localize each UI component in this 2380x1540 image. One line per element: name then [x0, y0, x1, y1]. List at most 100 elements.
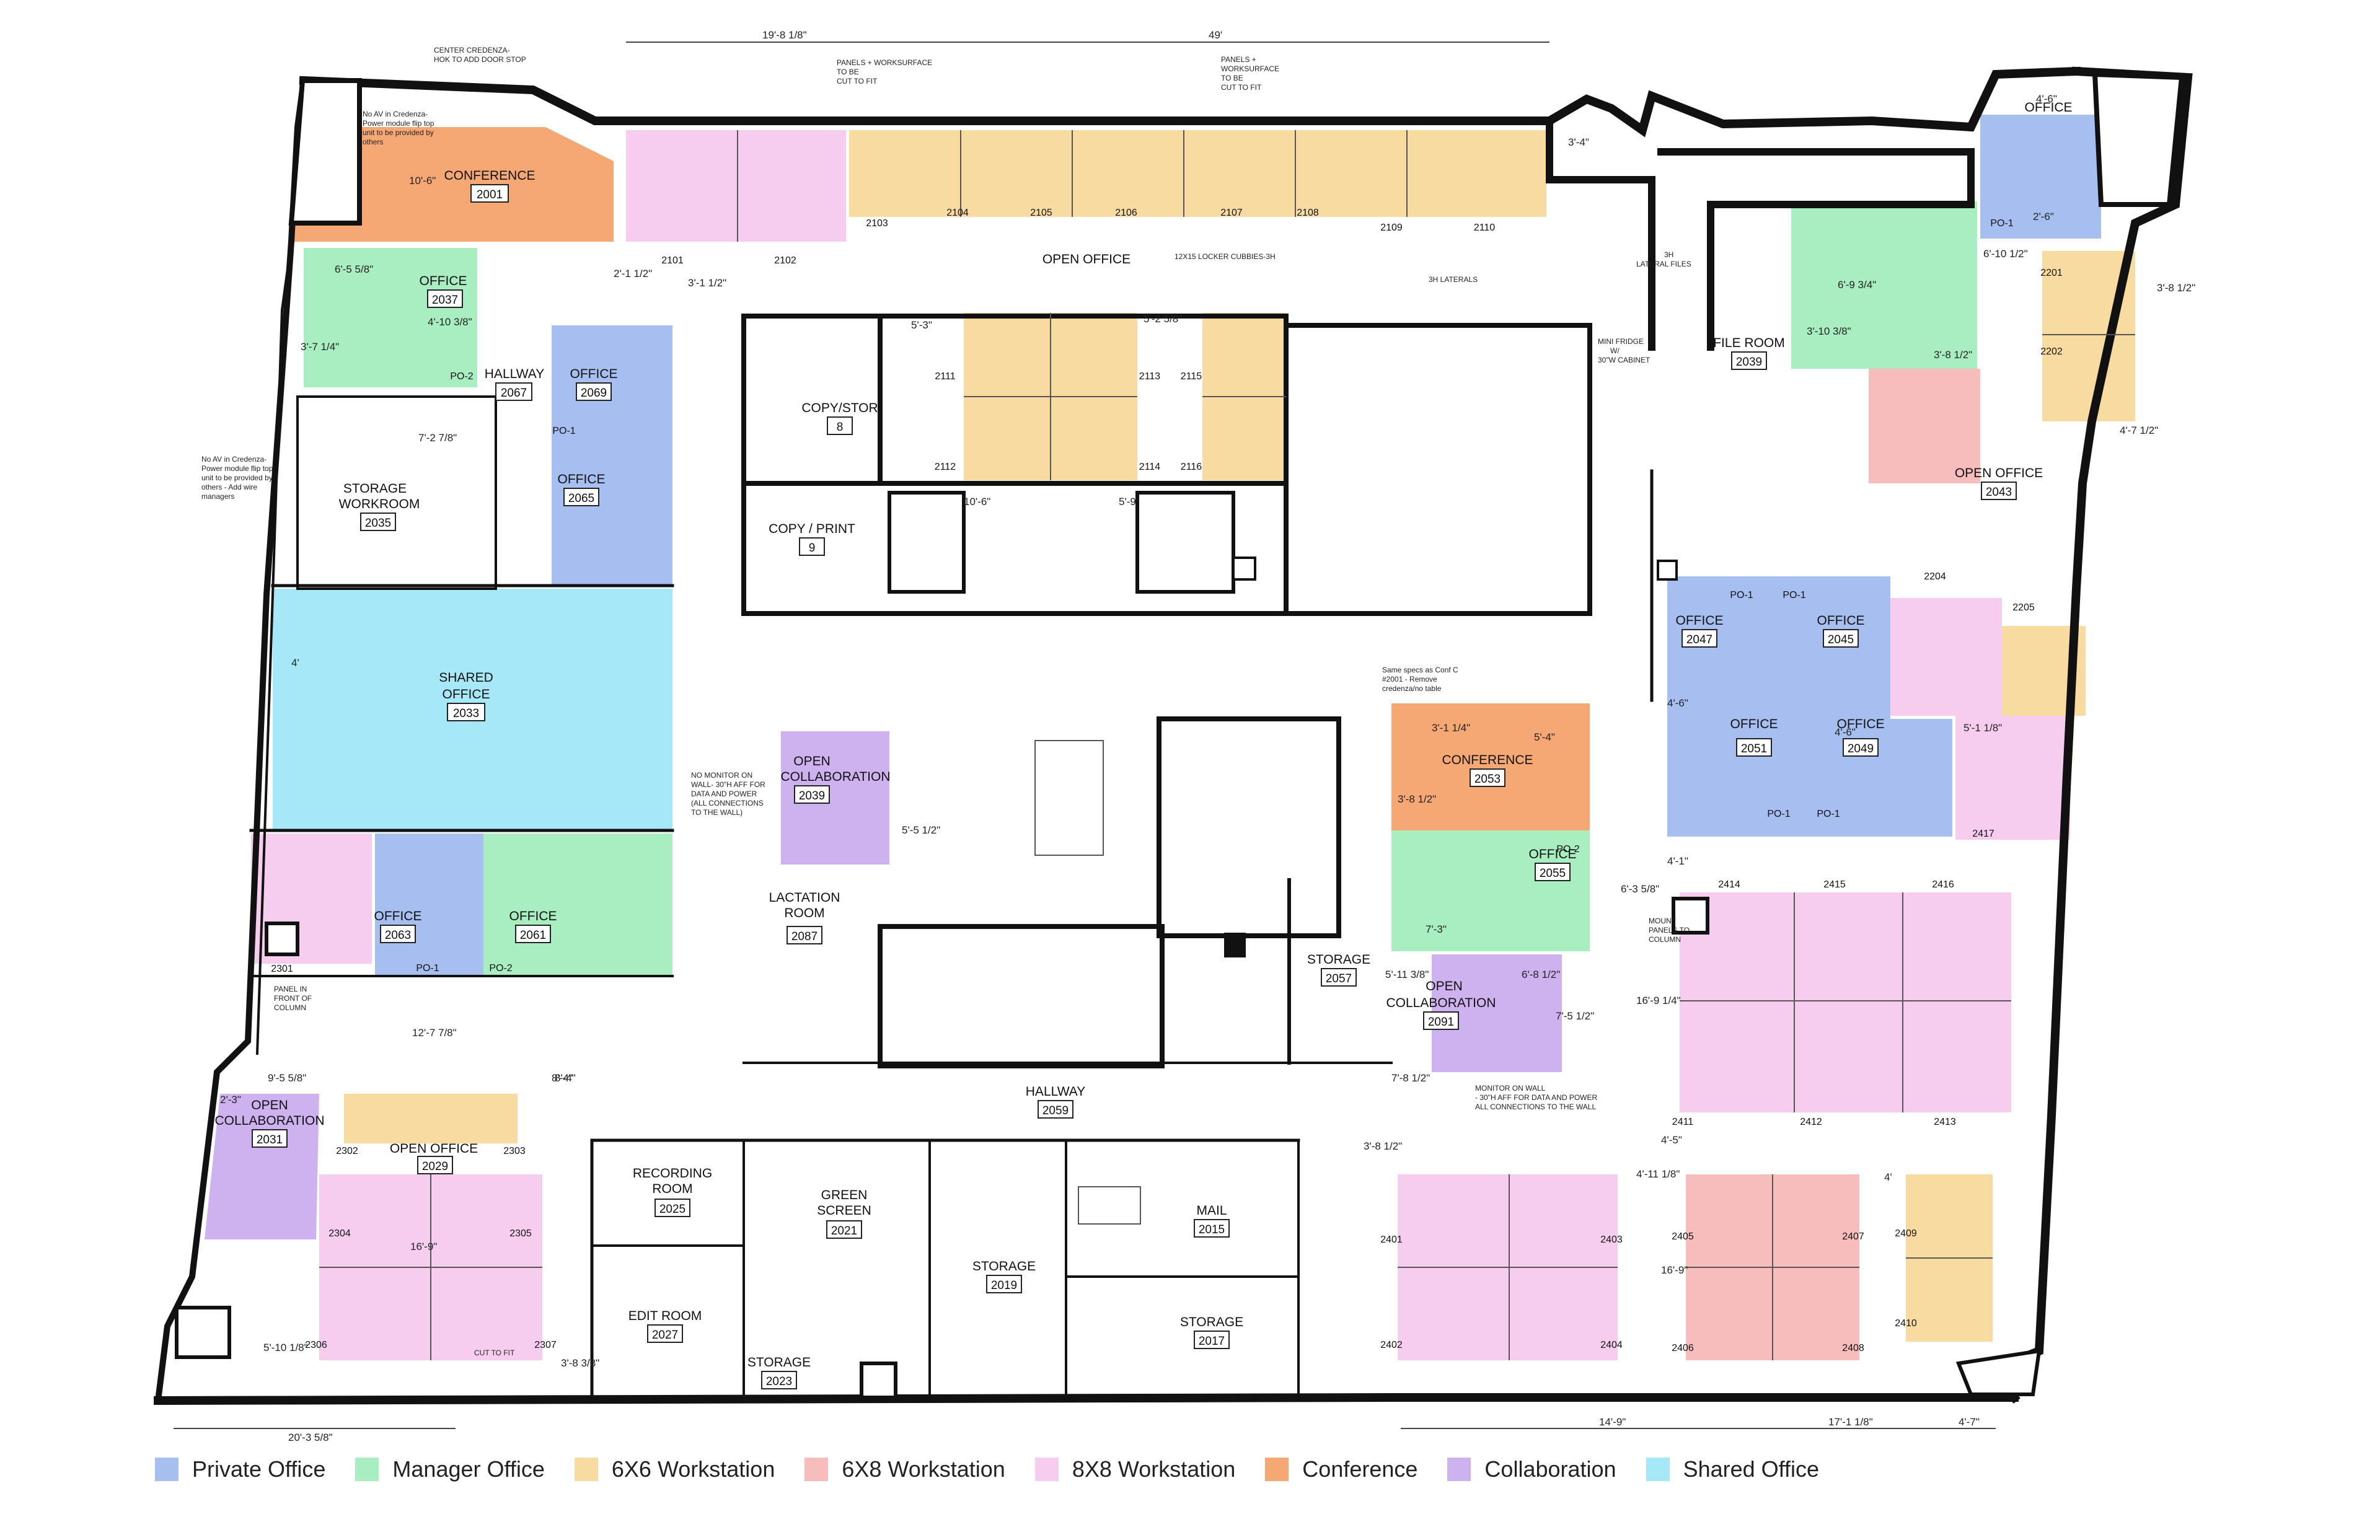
note-same-1: Same specs as Conf C: [1382, 666, 1458, 674]
ws-2413: 2413: [1934, 1117, 1956, 1127]
ws-2105: 2105: [1030, 208, 1052, 218]
ws-2102: 2102: [774, 255, 796, 266]
ws-2305: 2305: [509, 1228, 532, 1239]
ws-2306: 2306: [305, 1340, 327, 1350]
zone-8x8-2101-2102: [626, 130, 846, 242]
zone-6x6-2302-2303: [344, 1094, 518, 1143]
zone-6x6-top-row: [849, 130, 1546, 217]
dim-12-7: 12'-7 7/8": [412, 1027, 457, 1039]
dim-16-9: 16'-9": [410, 1241, 437, 1252]
wall-left-inner: [255, 240, 293, 1055]
room-num-2033: 2033: [453, 707, 479, 720]
zone-private-2065: [552, 459, 672, 586]
note-same-3: credenza/no table: [1382, 684, 1442, 693]
room-label-copy-print: COPY / PRINT: [769, 522, 855, 536]
room-label-storage-2035-1: STORAGE: [343, 482, 407, 496]
ws-2414: 2414: [1718, 879, 1740, 890]
room-num-2039: 2039: [799, 790, 825, 803]
note-noav-2: Power module flip top: [363, 119, 434, 128]
room-label-file-2039: FILE ROOM: [1713, 336, 1785, 350]
column-bottom-left: [175, 1306, 231, 1359]
po-tag-2045: PO-1: [1783, 590, 1805, 601]
dim-16-9c: 16'-9": [1661, 1264, 1688, 1276]
ws-2116: 2116: [1181, 462, 1202, 472]
ws-2415: 2415: [1823, 879, 1846, 890]
po-tag-2047: PO-1: [1730, 590, 1753, 601]
column-h-6: [1224, 933, 1246, 957]
room-label-collab-2031-1: OPEN: [251, 1098, 288, 1112]
room-label-office-2047: OFFICE: [1676, 614, 1724, 628]
dimensions: 19'-8 1/8" 49' 3'-4" 10'-6" 2'-1 1/2" 3'…: [174, 29, 2195, 1443]
ws-2409: 2409: [1895, 1228, 1917, 1239]
zone-manager-2061: [483, 834, 672, 976]
room-label-collab-2039-1: OPEN: [793, 754, 831, 768]
room-num-2043: 2043: [1986, 486, 2012, 499]
note-panels-1a: PANELS + WORKSURFACE: [837, 58, 932, 67]
dim-8-4: 8'-4": [555, 1072, 576, 1084]
wall-right-upper: [1546, 117, 1655, 351]
ws-2407: 2407: [1842, 1231, 1864, 1242]
ws-2304: 2304: [328, 1228, 351, 1239]
room-label-collab-2031-2: COLLABORATION: [215, 1114, 325, 1128]
room-num-2051: 2051: [1741, 742, 1767, 755]
note-nomon-1: NO MONITOR ON: [691, 771, 752, 780]
note-same-2: #2001 - Remove: [1382, 675, 1437, 684]
note-noav-1: No AV in Credenza-: [363, 110, 428, 118]
wall-elevator-1: [888, 491, 966, 594]
room-num-2047: 2047: [1686, 633, 1712, 646]
dim-3-8d: 3'-8 1/2": [1934, 349, 1972, 361]
legend-swatch: [804, 1458, 829, 1481]
column-bottom-right: [1955, 1349, 2042, 1396]
ws-2113: 2113: [1139, 371, 1161, 382]
room-label-office-2069: OFFICE: [570, 367, 618, 381]
ws-2104: 2104: [946, 208, 969, 218]
dim-5-9: 5'-9": [1119, 496, 1140, 508]
room-label-lactation-2087-1: LACTATION: [769, 891, 840, 905]
room-num-2057: 2057: [1326, 972, 1352, 985]
ws-2307: 2307: [534, 1340, 557, 1350]
room-num-2021: 2021: [831, 1225, 857, 1238]
wall-core-right: [1284, 323, 1592, 616]
legend-item-8x8-workstation: 8X8 Workstation: [1034, 1456, 1235, 1482]
zone-8x8-2417: [1955, 716, 2070, 840]
zone-private-2063: [375, 834, 483, 976]
dim-16-9b: 16'-9 1/4": [1636, 995, 1681, 1006]
note-mon-3: ALL CONNECTIONS TO THE WALL: [1475, 1102, 1596, 1111]
ws-2301: 2301: [271, 964, 293, 974]
legend-item-conference: Conference: [1265, 1456, 1417, 1482]
po-tag-2069: PO-1: [552, 426, 575, 436]
room-label-hallway-2059: HALLWAY: [1026, 1085, 1085, 1099]
room-label-conference-2053: CONFERENCE: [1442, 753, 1533, 767]
note-lateral-files-b: LATERAL FILES: [1636, 260, 1691, 268]
dim-4b: 4': [1884, 1171, 1892, 1183]
dim-3-4: 3'-4": [1568, 136, 1589, 148]
po-tags: PO-2 PO-1 PO-1 PO-2 PO-2 PO-1 PO-1 PO-1 …: [416, 218, 2013, 974]
ws-2103: 2103: [866, 218, 888, 229]
ws-2112: 2112: [935, 462, 956, 472]
note-panels-2c: TO BE: [1221, 74, 1243, 82]
dim-5-5: 5'-5 1/2": [902, 824, 940, 836]
dim-2-3: 2'-3": [220, 1094, 241, 1106]
dim-5-10: 5'-10 1/8": [263, 1342, 308, 1353]
room-num-2059: 2059: [1042, 1104, 1069, 1117]
room-num-2063: 2063: [385, 929, 411, 942]
dim-4-5: 4'-5": [1661, 1134, 1682, 1146]
dim-2-6: 2'-6": [2033, 211, 2054, 222]
dim-5-4: 5'-4": [1534, 731, 1555, 743]
ws-2108: 2108: [1297, 208, 1319, 218]
dim-8-4b: 8'-4": [552, 1072, 573, 1084]
ws-2115: 2115: [1181, 371, 1202, 382]
note-noav-7: unit to be provided by: [201, 473, 273, 482]
note-noav-6: Power module flip top: [201, 464, 273, 473]
dim-5-11: 5'-11 3/8": [1385, 969, 1429, 980]
ws-2201: 2201: [2040, 268, 2063, 278]
room-label-collab-2091-1: OPEN: [1426, 979, 1463, 993]
ws-2111: 2111: [935, 371, 955, 382]
note-panels-2a: PANELS +: [1221, 55, 1256, 64]
room-label-office-top-right: OFFICE: [2025, 100, 2073, 115]
zone-8x8-2411-2416: [1680, 892, 2011, 1112]
note-credenza: CENTER CREDENZA-: [434, 46, 510, 55]
room-label-edit-2027: EDIT ROOM: [628, 1309, 702, 1323]
column-h-3: [860, 1362, 897, 1399]
room-num-2061: 2061: [520, 929, 546, 942]
